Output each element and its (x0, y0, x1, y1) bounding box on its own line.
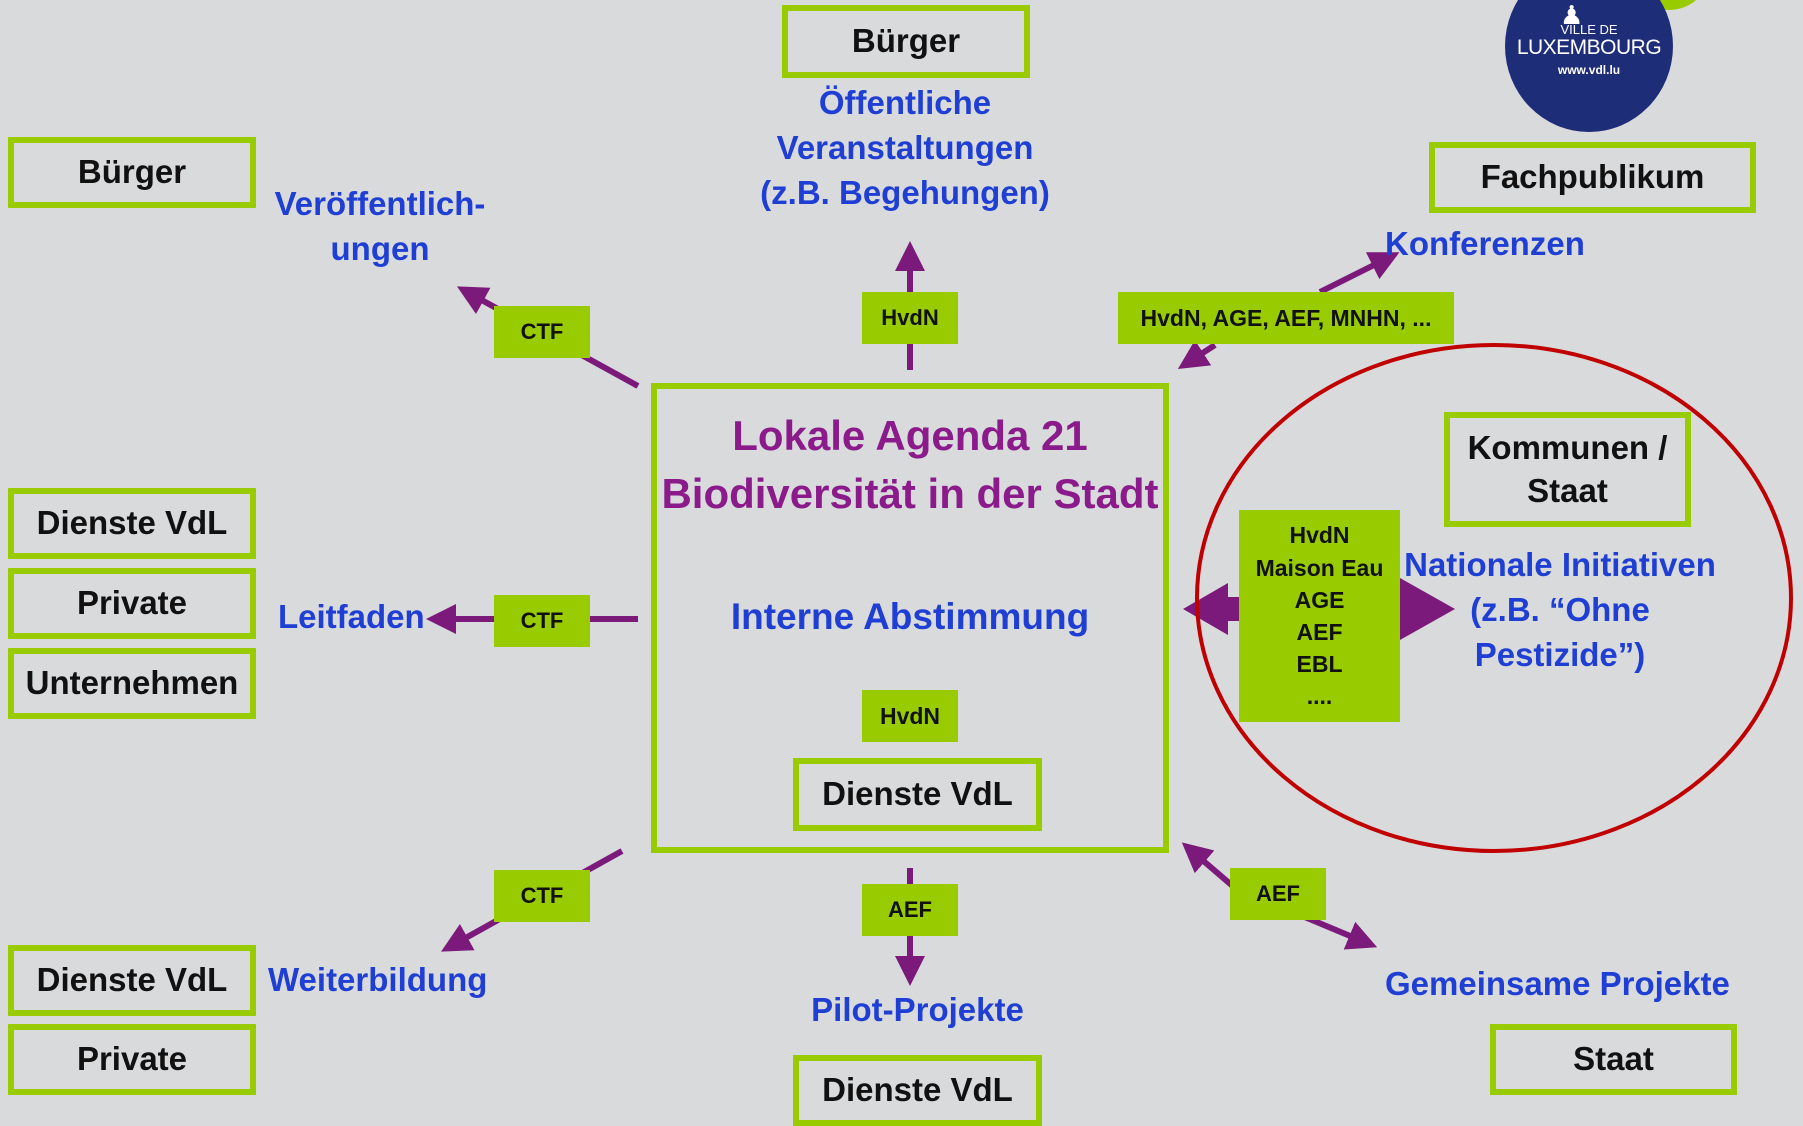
bottom-audience-box: Dienste VdL (793, 1055, 1042, 1126)
top-tag: HvdN (862, 292, 958, 344)
arrow-right-left-head (1183, 583, 1228, 635)
left-tag: CTF (494, 595, 590, 647)
right-partners-tag: HvdN Maison Eau AGE AEF EBL .... (1239, 510, 1400, 722)
bottom-left-tag: CTF (494, 870, 590, 922)
partner-item: HvdN (1289, 522, 1350, 549)
highlight-ellipse (1195, 343, 1793, 853)
right-audience-line2: Staat (1527, 471, 1608, 509)
top-right-audience-box: Fachpublikum (1429, 142, 1756, 213)
bottom-left-audience-box-2: Private (8, 1024, 256, 1095)
top-left-audience-box: Bürger (8, 137, 256, 208)
bottom-right-tag: AEF (1230, 868, 1326, 920)
partner-item: Maison Eau (1255, 554, 1384, 581)
arrow-right-right-shaft (1395, 597, 1405, 621)
top-text-line2: Veranstaltungen (776, 129, 1034, 166)
arrow-right-left-shaft (1226, 597, 1242, 621)
left-text: Leitfaden (278, 598, 425, 635)
right-text-line1: Nationale Initiativen (1404, 546, 1716, 583)
bottom-right-text: Gemeinsame Projekte (1385, 965, 1730, 1002)
left-audience-box-2: Private (8, 568, 256, 639)
left-audience-box-1: Dienste VdL (8, 488, 256, 559)
top-left-tag: CTF (494, 306, 590, 358)
bottom-text: Pilot-Projekte (811, 991, 1024, 1028)
bottom-tag: AEF (862, 884, 958, 936)
bottom-left-audience-box-1: Dienste VdL (8, 945, 256, 1016)
partner-item: AEF (1296, 619, 1343, 645)
right-audience-box: Kommunen / Staat (1444, 412, 1691, 527)
top-right-tag: HvdN, AGE, AEF, MNHN, ... (1118, 292, 1454, 344)
center-box: Lokale Agenda 21 Biodiversität in der St… (651, 383, 1169, 853)
luxembourg-logo: ♟ VILLE DE LUXEMBOURG www.vdl.lu (1505, 0, 1673, 132)
logo-line2: LUXEMBOURG (1516, 36, 1662, 59)
logo-swoosh-icon: ♟ (1560, 0, 1584, 30)
top-text-line3: (z.B. Begehungen) (760, 174, 1050, 211)
top-left-text-line2: ungen (330, 230, 430, 267)
arrow-bottom-right-back (1181, 842, 1237, 891)
center-title-line1: Lokale Agenda 21 (732, 412, 1088, 459)
left-audience-box-3: Unternehmen (8, 648, 256, 719)
logo-line1: VILLE DE (1560, 22, 1618, 37)
arrow-right-right-head (1400, 578, 1455, 640)
logo-accent (1633, 0, 1703, 10)
arrow-top-right-back (1177, 340, 1217, 370)
top-left-text-line1: Veröffentlich- (274, 185, 486, 222)
center-title-line2: Biodiversität in der Stadt (661, 470, 1159, 517)
bottom-left-text: Weiterbildung (268, 961, 488, 998)
partner-item: EBL (1296, 651, 1343, 678)
top-text-line1: Öffentliche (818, 84, 992, 121)
right-text-line2: (z.B. “Ohne (1470, 591, 1650, 628)
right-text-line3: Pestizide”) (1474, 636, 1646, 673)
center-subtitle: Interne Abstimmung (730, 596, 1090, 637)
partner-item: AGE (1294, 586, 1345, 613)
top-right-text: Konferenzen (1385, 225, 1585, 262)
logo-url: www.vdl.lu (1557, 63, 1621, 77)
partner-item: .... (1306, 683, 1333, 710)
right-audience-line1: Kommunen / (1467, 428, 1668, 466)
center-tag: HvdN (862, 690, 958, 742)
top-audience-box: Bürger (782, 5, 1030, 78)
bottom-right-audience-box: Staat (1490, 1024, 1737, 1095)
center-audience-box: Dienste VdL (793, 758, 1042, 831)
arrow-top-right (1318, 252, 1400, 295)
